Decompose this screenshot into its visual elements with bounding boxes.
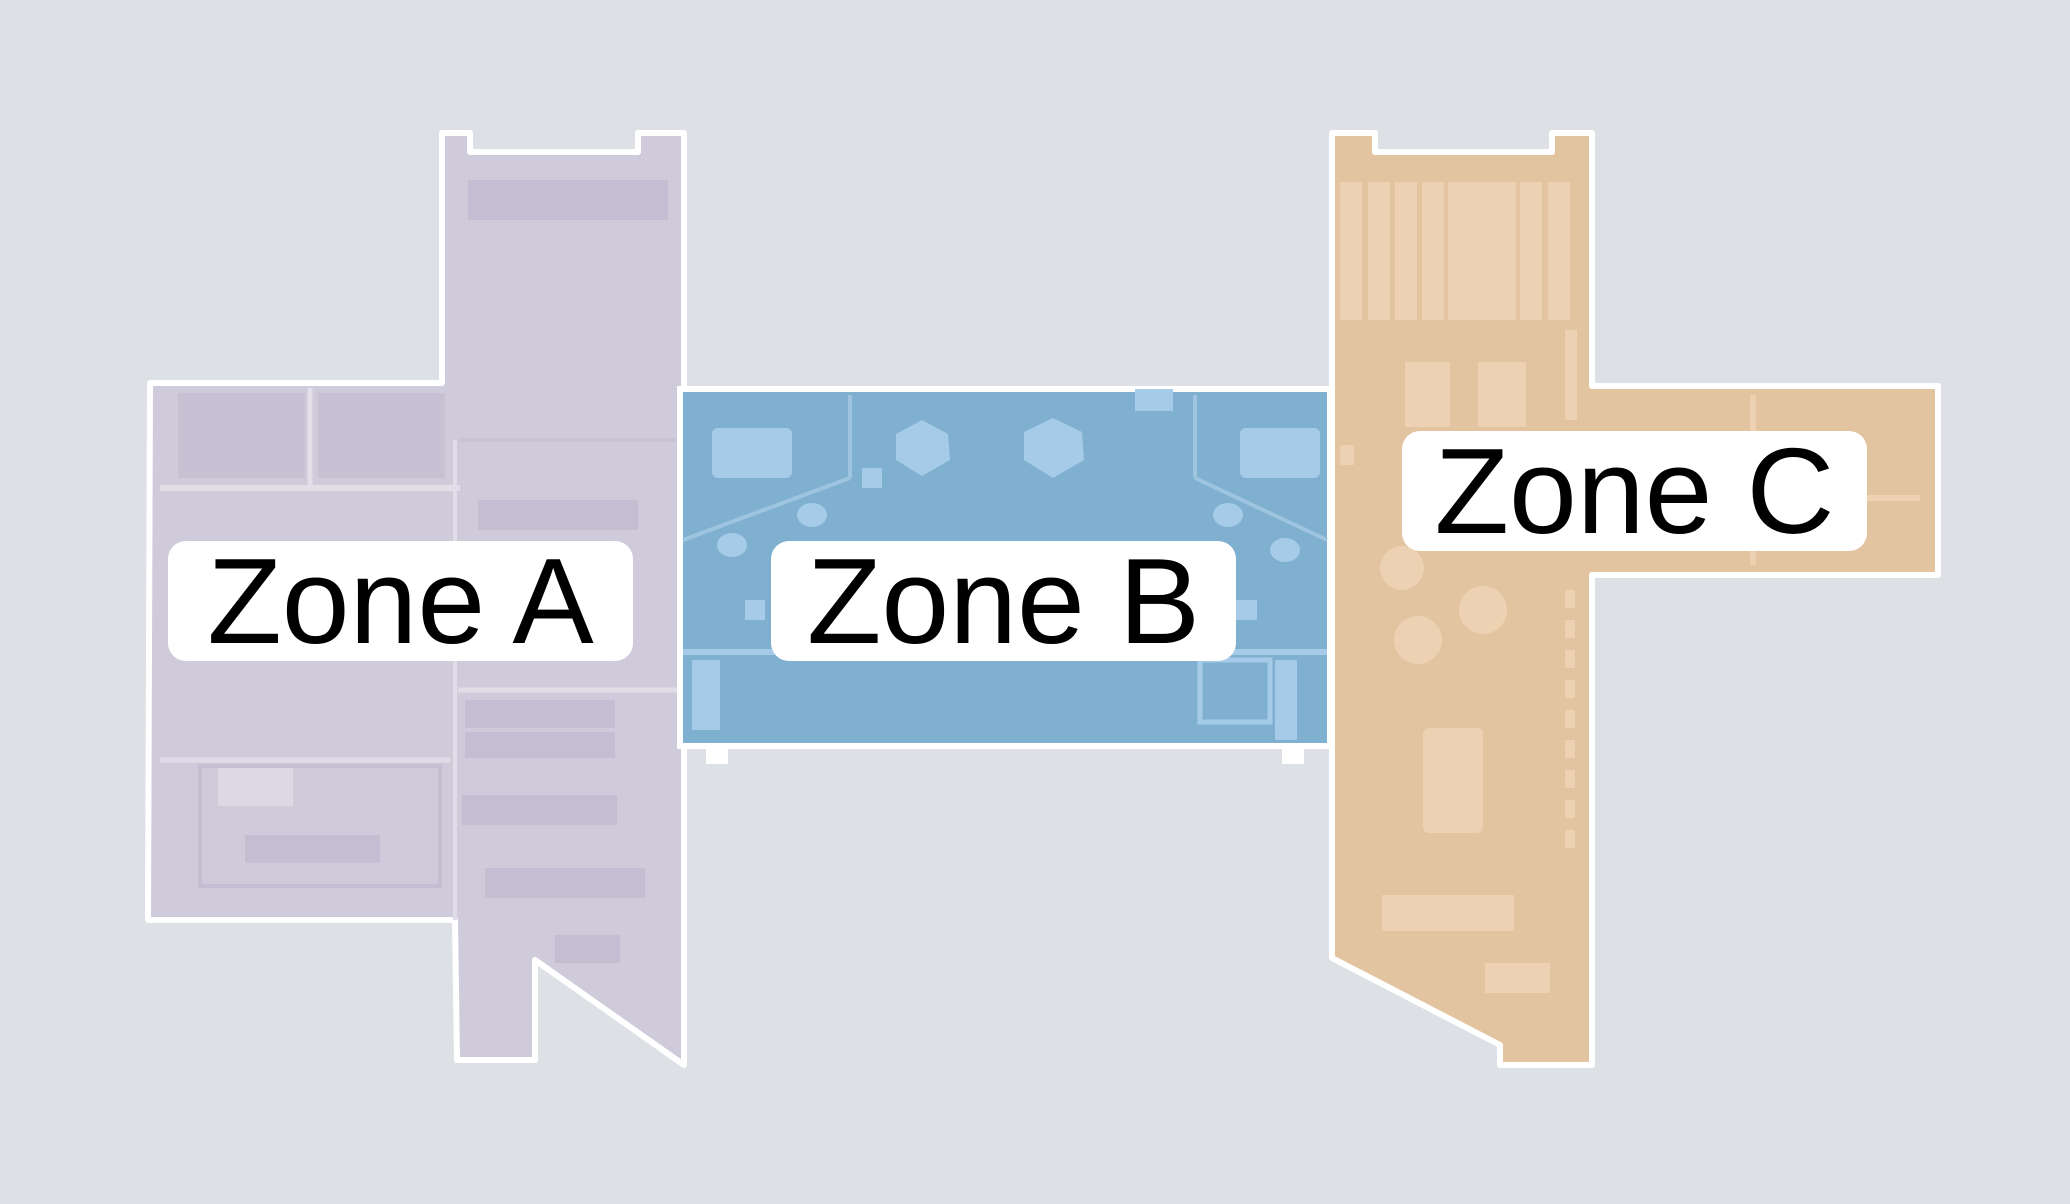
zone-b-wall — [1194, 476, 1328, 542]
zone-c-area[interactable] — [1329, 130, 1941, 1068]
zone-c-label-text: Zone C — [1434, 423, 1835, 559]
zone-c-label[interactable]: Zone C — [1402, 423, 1867, 559]
zone-a-furniture — [245, 180, 668, 963]
zone-a-room — [178, 393, 305, 478]
zone-b-furniture — [692, 418, 1320, 740]
zone-b-nub — [706, 746, 728, 764]
zone-a-label[interactable]: Zone A — [168, 533, 633, 669]
zone-b-nub — [1282, 746, 1304, 764]
zone-a-room — [198, 764, 442, 888]
zone-b-wall — [682, 476, 851, 542]
zone-a-label-text: Zone A — [207, 533, 594, 669]
zone-c-furniture — [1340, 182, 1920, 993]
zone-b-label-text: Zone B — [806, 533, 1201, 669]
zone-b-nub — [1135, 389, 1173, 411]
zone-c-shelf-column — [1565, 590, 1575, 848]
zone-b-label[interactable]: Zone B — [771, 533, 1236, 669]
zone-a-room — [318, 393, 445, 478]
zone-a-room — [218, 768, 293, 806]
